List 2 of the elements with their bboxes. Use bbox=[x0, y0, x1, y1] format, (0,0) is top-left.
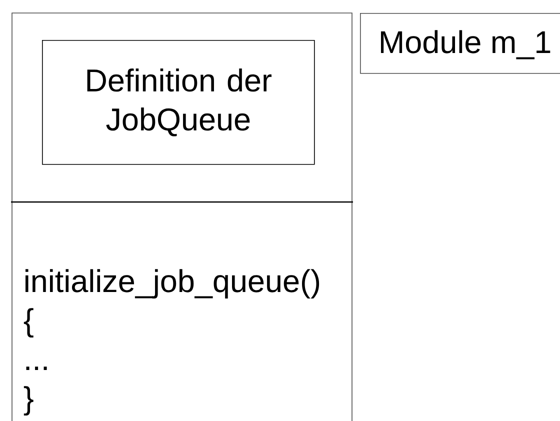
module-label-box: Module m_1 bbox=[360, 13, 560, 74]
definition-box: Definition der JobQueue bbox=[42, 40, 315, 165]
